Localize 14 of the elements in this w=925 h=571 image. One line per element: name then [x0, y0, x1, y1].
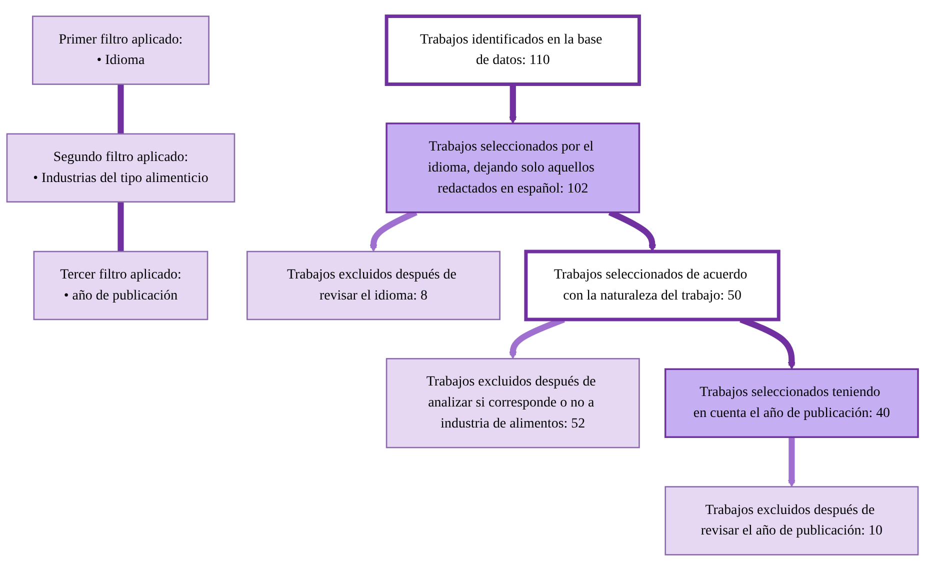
node-box: Trabajos excluidos después de analizar si corresponde o no a industria de alimentos: 52 [386, 358, 640, 448]
node-box: Tercer filtro aplicado: • año de publicación [33, 250, 208, 320]
connector [118, 84, 124, 134]
node-box: Trabajos excluidos después de revisar el idioma: 8 [246, 250, 500, 320]
connector [118, 202, 124, 252]
arrow [788, 437, 796, 488]
node-box: Trabajos identificados en la base de datos: 110 [384, 14, 641, 86]
node-box: Segundo filtro aplicado: • Industrias del tipo alimenticio [6, 133, 236, 202]
node-box: Trabajos excluidos después de revisar el año de publicación: 10 [664, 486, 919, 556]
arrow [509, 84, 517, 124]
node-box: Primer filtro aplicado: • Idioma [32, 16, 210, 85]
node-box: Trabajos seleccionados teniendo en cuenta el año de publicación: 40 [664, 368, 919, 438]
node-box: Trabajos seleccionados por el idioma, dejando solo aquellos redactados en español: 102 [386, 122, 640, 214]
node-box: Trabajos seleccionados de acuerdo con la naturaleza del trabajo: 50 [524, 250, 780, 322]
